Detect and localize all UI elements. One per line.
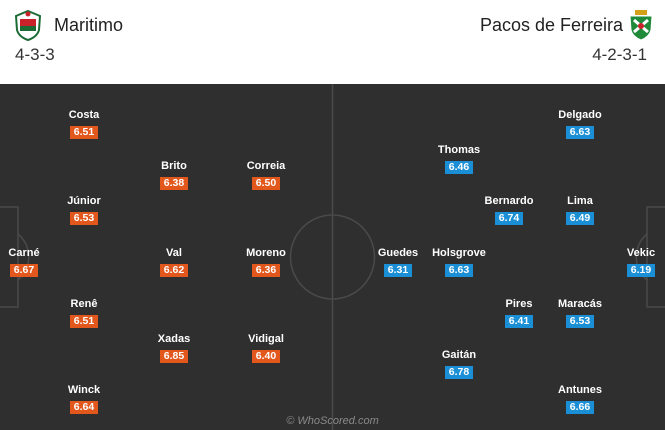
player-rating: 6.49 — [566, 212, 594, 225]
player-name: Carné — [8, 247, 40, 259]
player-brito[interactable]: Brito 6.38 — [134, 159, 214, 191]
player-name: Brito — [161, 160, 187, 172]
player-name: Xadas — [157, 333, 191, 345]
away-team-name[interactable]: Pacos de Ferreira — [479, 15, 623, 35]
player-gaitan[interactable]: Gaitán 6.78 — [419, 348, 499, 380]
player-name: Bernardo — [484, 195, 534, 207]
player-rating: 6.78 — [445, 366, 473, 379]
player-correia[interactable]: Correia 6.50 — [226, 159, 306, 191]
player-name: Winck — [67, 384, 101, 396]
player-rating: 6.51 — [70, 126, 98, 139]
player-name: Júnior — [67, 195, 101, 207]
away-formation: 4-2-3-1 — [592, 45, 647, 64]
player-rating: 6.46 — [445, 161, 473, 174]
player-rating: 6.66 — [566, 401, 594, 414]
player-rating: 6.63 — [445, 264, 473, 277]
player-name: Val — [166, 247, 182, 259]
player-name: Thomas — [437, 144, 481, 156]
player-rating: 6.40 — [252, 350, 280, 363]
player-thomas[interactable]: Thomas 6.46 — [419, 143, 499, 175]
player-name: Costa — [68, 109, 100, 121]
player-xadas[interactable]: Xadas 6.85 — [134, 332, 214, 364]
player-name: Correia — [246, 160, 286, 172]
player-rating: 6.64 — [70, 401, 98, 414]
player-vidigal[interactable]: Vidigal 6.40 — [226, 332, 306, 364]
player-junior[interactable]: Júnior 6.53 — [44, 194, 124, 226]
player-name: Antunes — [558, 384, 602, 396]
player-name: Vekic — [626, 247, 656, 259]
player-rating: 6.53 — [566, 315, 594, 328]
player-name: Pires — [505, 298, 533, 310]
player-rating: 6.74 — [495, 212, 523, 225]
player-rating: 6.38 — [160, 177, 188, 190]
player-rating: 6.50 — [252, 177, 280, 190]
player-rating: 6.67 — [10, 264, 38, 277]
player-name: Maracás — [557, 298, 603, 310]
watermark: © WhoScored.com — [286, 415, 379, 427]
player-rating: 6.41 — [505, 315, 533, 328]
player-rating: 6.53 — [70, 212, 98, 225]
player-guedes[interactable]: Guedes 6.31 — [358, 246, 438, 278]
player-rating: 6.85 — [160, 350, 188, 363]
player-lima[interactable]: Lima 6.49 — [540, 194, 620, 226]
player-maracas[interactable]: Maracás 6.53 — [540, 297, 620, 329]
player-name: Moreno — [246, 247, 286, 259]
player-antunes[interactable]: Antunes 6.66 — [540, 383, 620, 415]
player-winck[interactable]: Winck 6.64 — [44, 383, 124, 415]
player-name: Gaitán — [441, 349, 477, 361]
player-pires[interactable]: Pires 6.41 — [479, 297, 559, 329]
pacos-ferreira-crest-icon — [629, 10, 653, 41]
player-name: Renê — [70, 298, 98, 310]
player-rating: 6.36 — [252, 264, 280, 277]
player-rating: 6.63 — [566, 126, 594, 139]
player-name: Delgado — [558, 109, 602, 121]
pitch-markings — [0, 84, 665, 430]
pitch: Costa 6.51 Brito 6.38 Correia 6.50 Júnio… — [0, 84, 665, 430]
player-rating: 6.62 — [160, 264, 188, 277]
player-name: Holsgrove — [432, 247, 486, 259]
player-carne[interactable]: Carné 6.67 — [0, 246, 64, 278]
player-rating: 6.19 — [627, 264, 655, 277]
player-rating: 6.51 — [70, 315, 98, 328]
player-vekic[interactable]: Vekic 6.19 — [601, 246, 665, 278]
player-name: Lima — [567, 195, 593, 207]
match-header: Maritimo 4-3-3 Pacos de Ferreira 4-2-3-1 — [0, 0, 665, 84]
player-val[interactable]: Val 6.62 — [134, 246, 214, 278]
player-bernardo[interactable]: Bernardo 6.74 — [469, 194, 549, 226]
player-moreno[interactable]: Moreno 6.36 — [226, 246, 306, 278]
home-formation: 4-3-3 — [15, 45, 55, 64]
player-delgado[interactable]: Delgado 6.63 — [540, 108, 620, 140]
player-name: Guedes — [377, 247, 419, 259]
player-holsgrove[interactable]: Holsgrove 6.63 — [419, 246, 499, 278]
maritimo-crest-icon — [14, 9, 42, 42]
player-rating: 6.31 — [384, 264, 412, 277]
player-costa[interactable]: Costa 6.51 — [44, 108, 124, 140]
player-rene[interactable]: Renê 6.51 — [44, 297, 124, 329]
home-team-name[interactable]: Maritimo — [54, 15, 124, 35]
player-name: Vidigal — [248, 333, 284, 345]
